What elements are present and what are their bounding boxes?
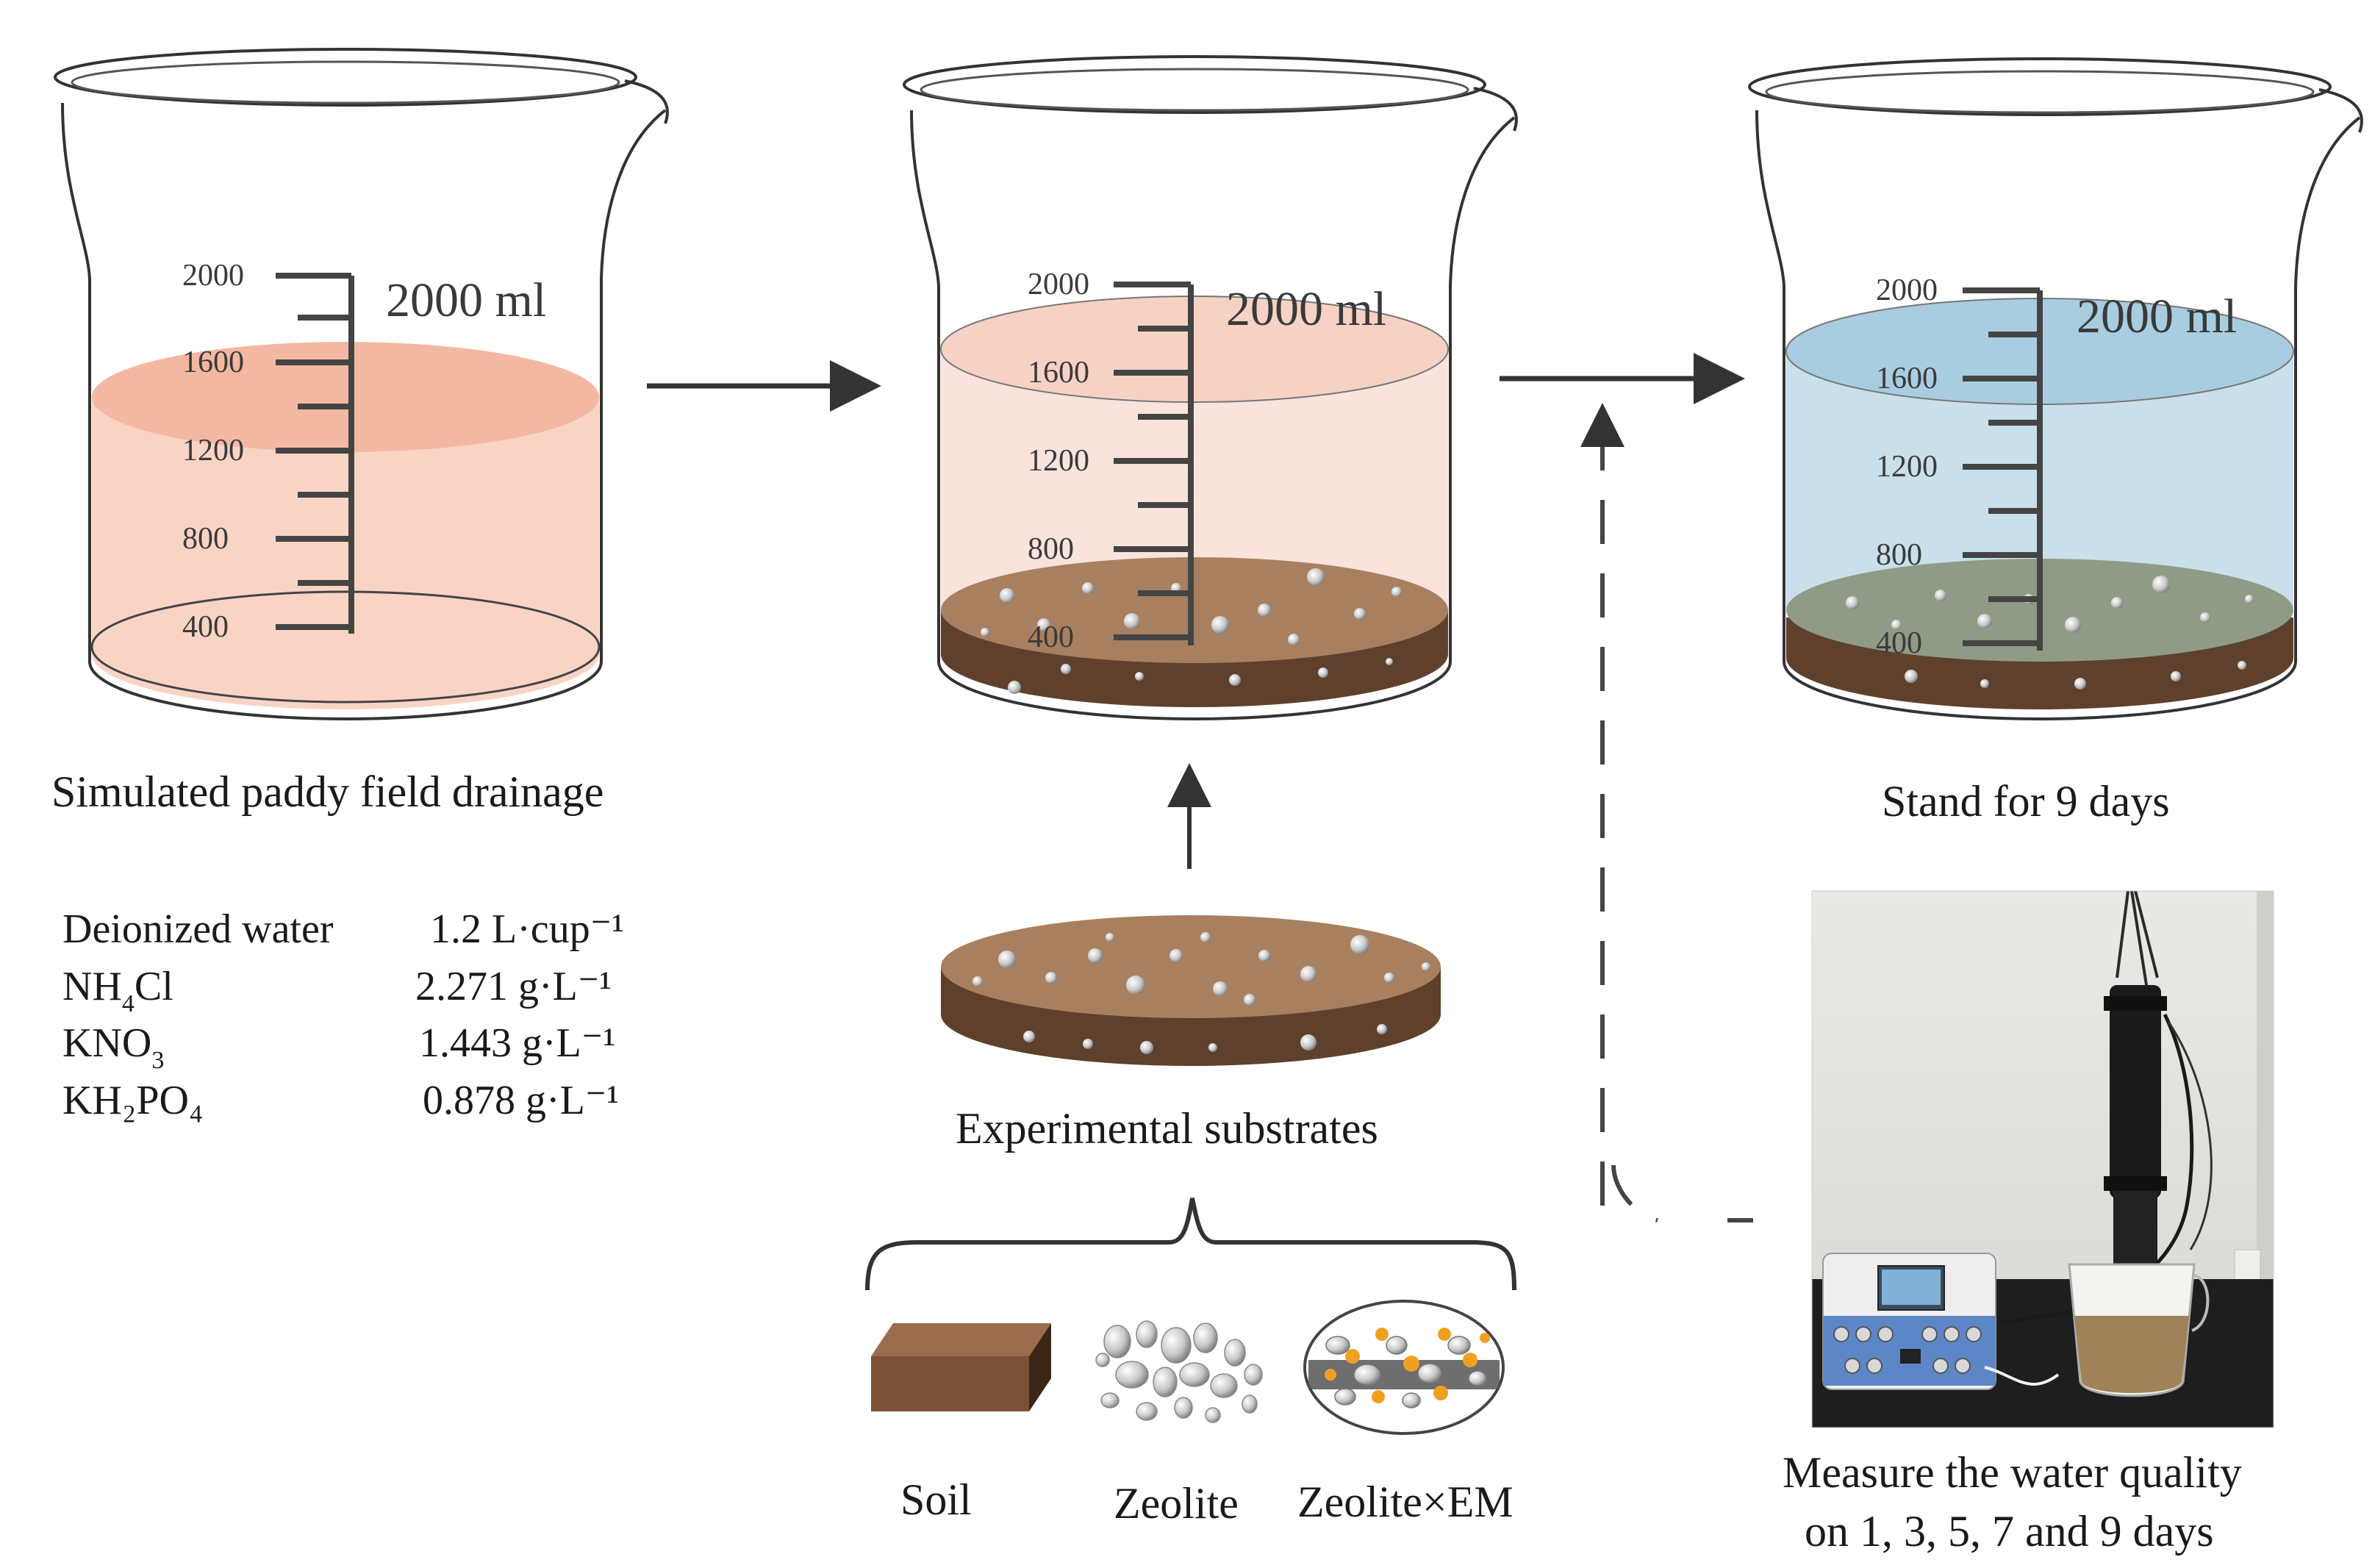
soil-block-icon [871,1323,1051,1411]
beaker-3-settled: 2000 1600 1200 800 400 2000 ml [1748,57,2363,720]
water-quality-meter-photo [1812,891,2274,1428]
recipe-name-base: KNO [62,1020,151,1066]
recipe-name: KNO3 [62,1020,164,1074]
recipe-name: KH₂PO₄ [62,1078,204,1123]
recipe-name-sub: 3 [151,1047,164,1074]
photo-frame [1811,890,2274,1428]
drainage-water-surface [92,342,599,452]
settled-pebbles [1846,576,2254,690]
tick-label: 800 [182,522,229,556]
recipe-name: Deionized water [62,906,334,952]
tick-label: 800 [1876,538,1922,572]
tick-label: 400 [1028,620,1074,654]
recipe-amount: 1.2 L·cup⁻¹ [430,906,624,952]
substrate-caption: Experimental substrates [956,1104,1378,1153]
tick-label: 1200 [1876,450,1938,484]
tick-label: 2000 [182,259,244,293]
tick-label: 800 [1028,532,1074,566]
recipe-name: NH4Cl [62,964,173,1017]
beaker-3-caption: Stand for 9 days [1882,777,2170,826]
zeolite-granules-icon [1095,1320,1263,1423]
substrate-disk-pebbles [972,932,1430,1054]
substrate-brace [865,1198,1516,1291]
tick-label: 1600 [1876,362,1938,395]
measure-caption-line-1: Measure the water quality [1783,1448,2242,1497]
recipe-amount: 1.443 g·L⁻¹ [419,1020,615,1066]
tick-label: 1200 [182,434,244,468]
tick-label: 1600 [1028,356,1089,390]
tick-label: 2000 [1876,273,1938,307]
substrate-layer-top [941,557,1448,663]
mixed-water [941,346,1448,610]
recipe-amount: 0.878 g·L⁻¹ [423,1078,619,1123]
volume-label: 2000 ml [2077,290,2237,343]
substrate-disk [941,915,1441,1066]
tick-label: 2000 [1028,268,1089,301]
recipe-amount: 2.271 g·L⁻¹ [415,964,612,1009]
tick-label: 400 [182,610,229,644]
zeolite-em-icon [1303,1300,1505,1435]
tick-label: 1200 [1028,444,1089,478]
mixed-water-surface [940,296,1449,403]
beaker-1-drainage: 2000 1600 1200 800 400 2000 ml [54,48,669,720]
substrate-type-label: Zeolite×EM [1297,1478,1514,1526]
beaker-1-caption: Simulated paddy field drainage [51,767,603,816]
beaker-2-with-substrate: 2000 1600 1200 800 400 2000 ml [903,55,1518,720]
measurement-feedback-line [1580,403,1753,1222]
drainage-water [92,397,599,709]
recipe-table: Deionized water 1.2 L·cup⁻¹ NH4Cl 2.271 … [62,906,624,1123]
substrate-type-label: Soil [900,1475,972,1524]
recipe-name-rest: Cl [135,964,173,1009]
volume-label: 2000 ml [386,273,546,327]
tick-label: 1600 [182,346,244,379]
recipe-name-base: NH [62,964,122,1009]
recipe-name-sub: 4 [122,990,135,1017]
measure-caption-line-2: on 1, 3, 5, 7 and 9 days [1805,1507,2214,1556]
substrate-type-label: Zeolite [1114,1479,1239,1528]
volume-label: 2000 ml [1226,282,1386,336]
tick-label: 400 [1876,626,1922,660]
